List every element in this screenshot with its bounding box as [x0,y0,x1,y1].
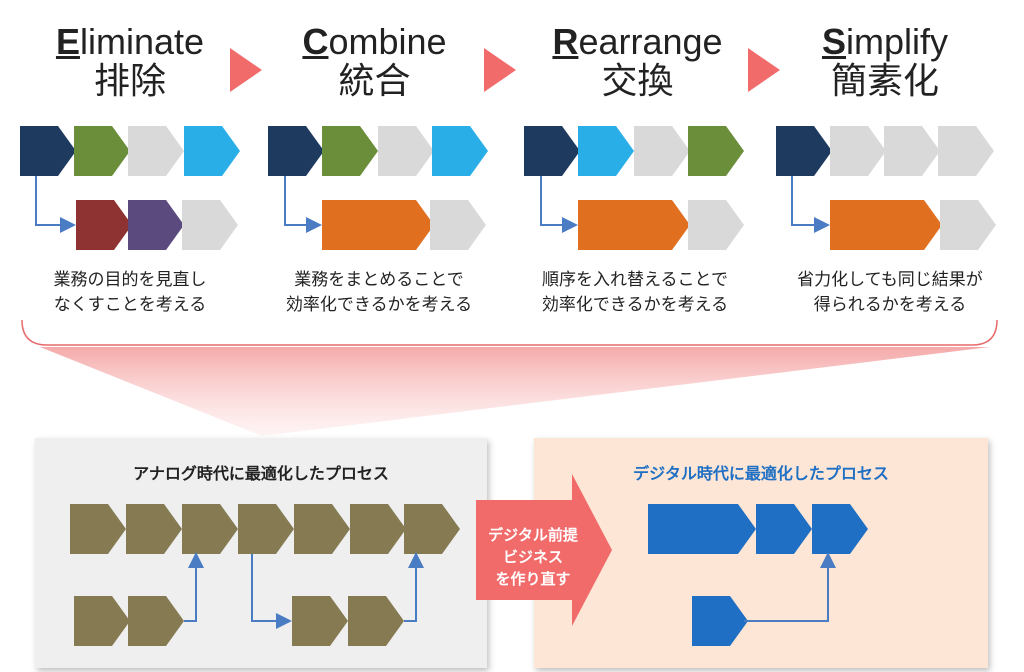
desc-simplify: 省力化しても同じ結果が得られるかを考える [797,270,983,315]
process-chevron [128,200,184,250]
rebuild-arrow-label: デジタル前提 ビジネス を作り直す [488,526,578,588]
connector-line [744,552,836,622]
process-chevron [578,200,690,250]
process-chevron [830,126,886,176]
process-chevron [938,126,994,176]
process-chevron [20,126,76,176]
connector-line [791,176,830,233]
digital-process-chevron [756,504,812,554]
connector-line [251,554,292,629]
process-chevron [378,126,434,176]
desc-eliminate: 業務の目的を見直しなくすことを考える [53,270,207,315]
analog-panel-title: アナログ時代に最適化したプロセス [133,464,389,483]
analog-process-chevron [238,504,294,554]
connector-line [284,176,322,233]
focus-fan [40,347,990,436]
desc-rearrange: 順序を入れ替えることで効率化できるかを考える [541,270,729,315]
analog-process-chevron [182,504,238,554]
process-chevron [830,200,942,250]
analog-process-chevron [350,504,406,554]
process-chevron [688,126,744,176]
digital-panel-title: デジタル時代に最適化したプロセス [633,464,889,483]
process-chevron [76,200,132,250]
analog-process-chevron [294,504,350,554]
analog-process-chevron [404,504,460,554]
analog-process-chevron [292,596,348,646]
process-chevron [430,200,486,250]
process-chevron [184,126,240,176]
connector-line [540,176,578,233]
connector-line [184,552,204,622]
analog-process-chevron [70,504,126,554]
process-chevron [578,126,634,176]
process-chevron [688,200,744,250]
process-chevron [128,126,184,176]
process-chevron [322,200,434,250]
step-arrow-1 [230,48,262,92]
title-eliminate: Eliminate 排除 [55,21,205,102]
process-chevron [432,126,488,176]
step-arrow-2 [484,48,516,92]
rebuild-arrow [476,474,612,626]
process-chevron [884,126,940,176]
process-chevron [74,126,130,176]
process-chevron [524,126,580,176]
analog-process-chevron [128,596,184,646]
title-rearrange: Rearrange 交換 [552,21,723,102]
analog-process-chevron [74,596,130,646]
process-chevron [776,126,832,176]
connector-line [35,176,76,233]
connector-line [404,552,424,622]
desc-combine: 業務をまとめることで効率化できるかを考える [285,270,473,315]
process-chevron [634,126,690,176]
process-chevron [182,200,238,250]
analog-process-chevron [348,596,404,646]
step-arrow-3 [748,48,780,92]
bracket-line [21,319,998,346]
process-chevron [322,126,378,176]
title-combine: Combine 統合 [302,21,447,102]
title-simplify: Simplify 簡素化 [821,21,949,102]
digital-process-chevron [692,596,748,646]
process-chevron [940,200,996,250]
digital-process-chevron [648,504,756,554]
digital-process-chevron [812,504,868,554]
analog-process-chevron [126,504,182,554]
process-chevron [268,126,324,176]
